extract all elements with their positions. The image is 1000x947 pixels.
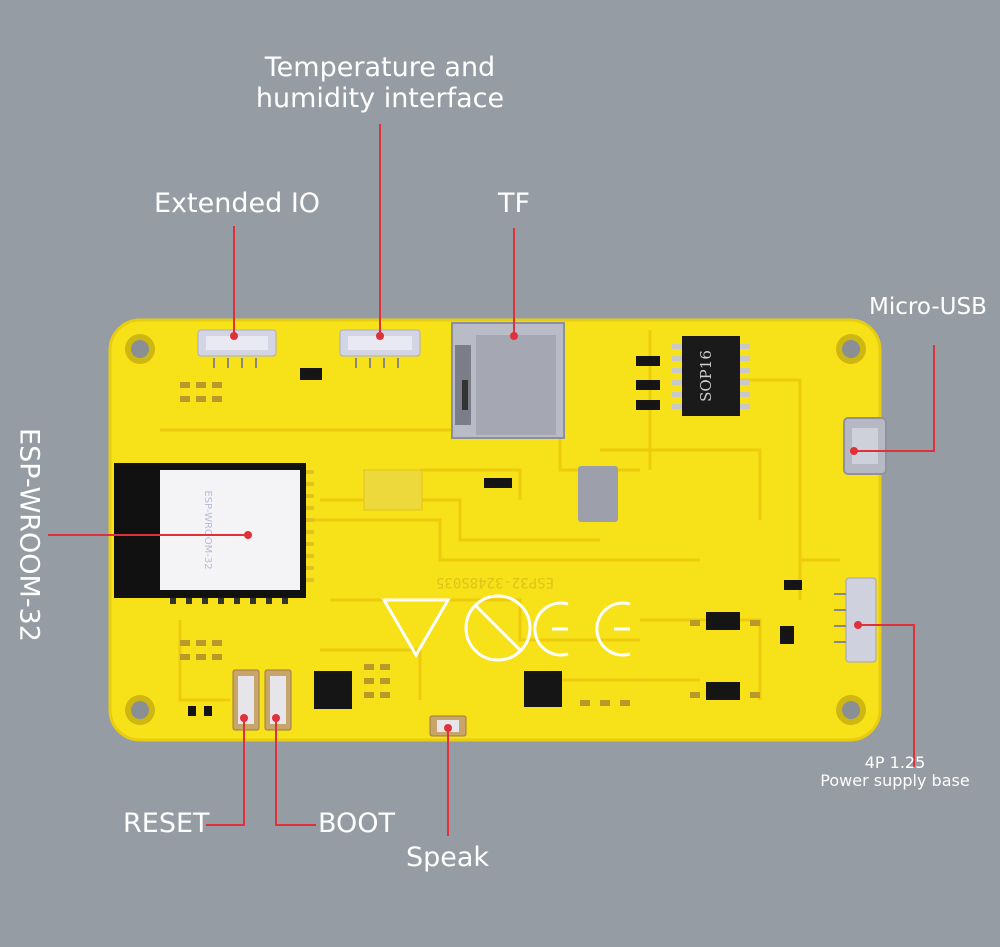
boot-button-hw (264, 669, 292, 731)
certification-marks (381, 594, 631, 662)
board-silkscreen: ESP32-3248S035 (436, 574, 554, 590)
passive-parts (180, 382, 760, 706)
power-base-label-line1: 4P 1.25 (864, 753, 926, 772)
callout-lines (48, 124, 935, 836)
micro-usb-label: Micro-USB (869, 294, 987, 320)
power-connector (834, 577, 877, 663)
extended-io-label: Extended IO (154, 188, 321, 219)
smd-components (188, 356, 802, 716)
pcb-board (110, 320, 880, 740)
tf-label: TF (498, 188, 531, 219)
boot-label: BOOT (318, 808, 396, 839)
temp-humidity-label: Temperature and humidity interface (252, 52, 508, 114)
speak-label: Speak (406, 842, 490, 873)
sop16-chip: SOP16 (672, 336, 750, 416)
chip-silkscreen: SOP16 (697, 350, 715, 402)
temp-humidity-connector (339, 329, 421, 368)
esp-module: ESP-WROOM-32 (114, 463, 314, 604)
power-base-label-line2: Power supply base (820, 771, 970, 791)
temp-humidity-label-line1: Temperature and (264, 52, 496, 83)
tf-card-slot (451, 322, 565, 439)
extended-io-connector (197, 329, 277, 368)
micro-usb-port (843, 417, 887, 475)
power-base-label: 4P 1.25 Power supply base (806, 753, 984, 791)
mounting-holes (125, 334, 866, 725)
reset-label: RESET (123, 808, 210, 839)
reset-button-hw (232, 669, 260, 731)
center-component (578, 466, 618, 522)
esp-module-label: ESP-WROOM-32 (13, 428, 45, 642)
module-silkscreen: ESP-WROOM-32 (202, 490, 213, 569)
callout-dots (230, 332, 862, 732)
temp-humidity-label-line2: humidity interface (255, 83, 505, 115)
